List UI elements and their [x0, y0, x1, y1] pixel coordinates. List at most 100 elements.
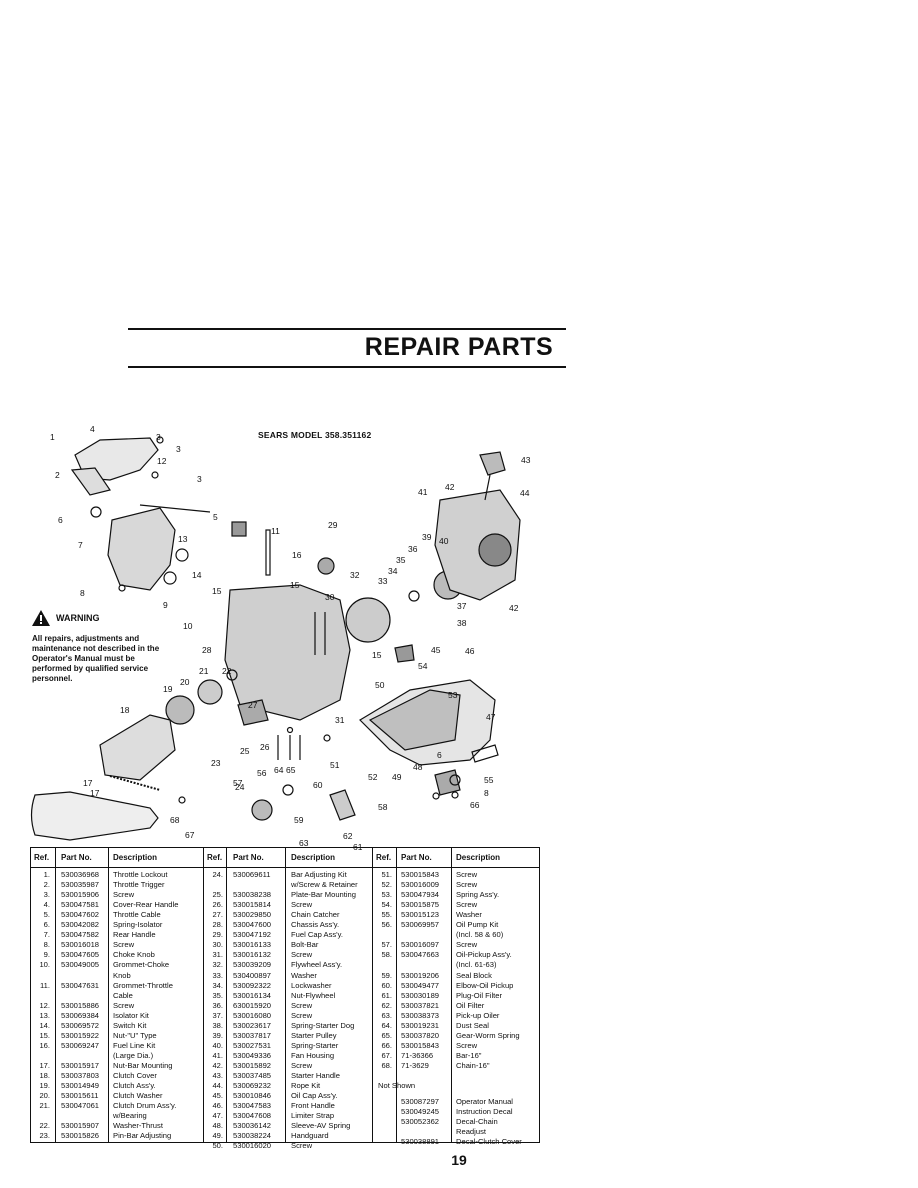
- callout-label: 56: [257, 768, 267, 778]
- part-description: Screw: [291, 1060, 313, 1070]
- part-description: Clutch Drum Ass'y.: [113, 1101, 177, 1111]
- part-description: Oil Filter: [456, 1000, 485, 1010]
- ref-number: 56.: [381, 920, 392, 930]
- part-number: 530087297: [401, 1097, 440, 1107]
- ref-number: 44.: [212, 1081, 223, 1091]
- part-number: 530047192: [233, 930, 272, 940]
- ref-number: 8.: [43, 940, 50, 950]
- ref-number: 32.: [212, 960, 223, 970]
- header-part: Part No.: [61, 853, 92, 862]
- part-description: Spring-Starter: [291, 1040, 339, 1050]
- col-divider: [203, 848, 204, 1142]
- part-number: 530015907: [61, 1121, 100, 1131]
- callout-label: 64: [274, 765, 284, 775]
- ref-number: 16.: [39, 1040, 50, 1050]
- ref-number: 55.: [381, 910, 392, 920]
- part-description: Throttle Lockout: [113, 870, 168, 879]
- part-description: Flywheel Ass'y.: [291, 960, 343, 970]
- top-rule: [128, 328, 566, 330]
- header-desc: Description: [456, 853, 501, 862]
- callout-label: 31: [335, 715, 345, 725]
- callout-label: 63: [299, 838, 309, 848]
- table-row: Knob: [31, 971, 539, 981]
- callout-label: 15: [372, 650, 382, 660]
- callout-label: 62: [343, 831, 353, 841]
- callout-label: 34: [388, 566, 398, 576]
- part-number: 530027531: [233, 1040, 272, 1050]
- callout-label: 37: [457, 601, 467, 611]
- ref-number: 26.: [212, 900, 223, 910]
- part-description: Screw: [456, 870, 478, 879]
- part-description: Lockwasher: [291, 980, 332, 990]
- part-description: Clutch Cover: [113, 1071, 157, 1080]
- part-number: 530069232: [233, 1081, 272, 1091]
- part-description: Readjust: [456, 1127, 486, 1137]
- ref-number: 17.: [39, 1060, 50, 1070]
- callout-label: 6: [437, 750, 442, 760]
- part-number: 530047934: [401, 890, 440, 900]
- parts-table: Ref. Part No. Description Ref. Part No. …: [30, 847, 540, 1150]
- part-number: 530015875: [401, 900, 440, 910]
- exploded-parts-diagram: [30, 436, 521, 841]
- part-description: Washer-Thrust: [113, 1121, 163, 1131]
- ref-number: 3.: [43, 890, 50, 900]
- part-description: Spring Ass'y.: [456, 890, 500, 900]
- part-description: Bar-16": [456, 1050, 482, 1060]
- part-number: 530049245: [401, 1107, 440, 1117]
- part-number: 530030189: [401, 990, 440, 1000]
- part-number: 530016080: [233, 1010, 272, 1020]
- part-number: 630015920: [233, 1000, 272, 1010]
- part-description: w/Bearing: [113, 1111, 147, 1121]
- part-number: 530029850: [233, 910, 272, 920]
- page-title: REPAIR PARTS: [364, 333, 554, 361]
- callout-label: 12: [157, 456, 167, 466]
- part-description: Isolator Kit: [113, 1010, 149, 1020]
- callout-label: 36: [408, 544, 418, 554]
- callout-label: 68: [170, 815, 180, 825]
- part-number: 530047583: [233, 1101, 272, 1111]
- part-description: Decal-Chain: [456, 1117, 498, 1127]
- table-row: Readjust: [31, 1127, 539, 1137]
- fuel-cap: [317, 557, 335, 575]
- header-part: Part No.: [233, 853, 264, 862]
- ref-number: 13.: [39, 1010, 50, 1020]
- callout-label: 4: [90, 424, 95, 434]
- callout-label: 23: [211, 758, 221, 768]
- limiter-strap: [471, 744, 499, 763]
- part-number: 530038238: [233, 890, 272, 900]
- ref-number: 45.: [212, 1091, 223, 1101]
- part-description: Washer: [291, 970, 317, 980]
- header-ref: Ref.: [34, 853, 50, 862]
- part-number: 530015123: [401, 910, 440, 920]
- table-row: w/Screw & Retainer: [31, 880, 539, 890]
- part-number: 530038224: [233, 1131, 272, 1141]
- ref-number: 46.: [212, 1101, 223, 1111]
- ref-number: 66.: [381, 1040, 392, 1050]
- part-description: Dust Seal: [456, 1020, 489, 1030]
- part-description: Elbow-Oil Pickup: [456, 980, 514, 990]
- ref-number: 62.: [381, 1000, 392, 1010]
